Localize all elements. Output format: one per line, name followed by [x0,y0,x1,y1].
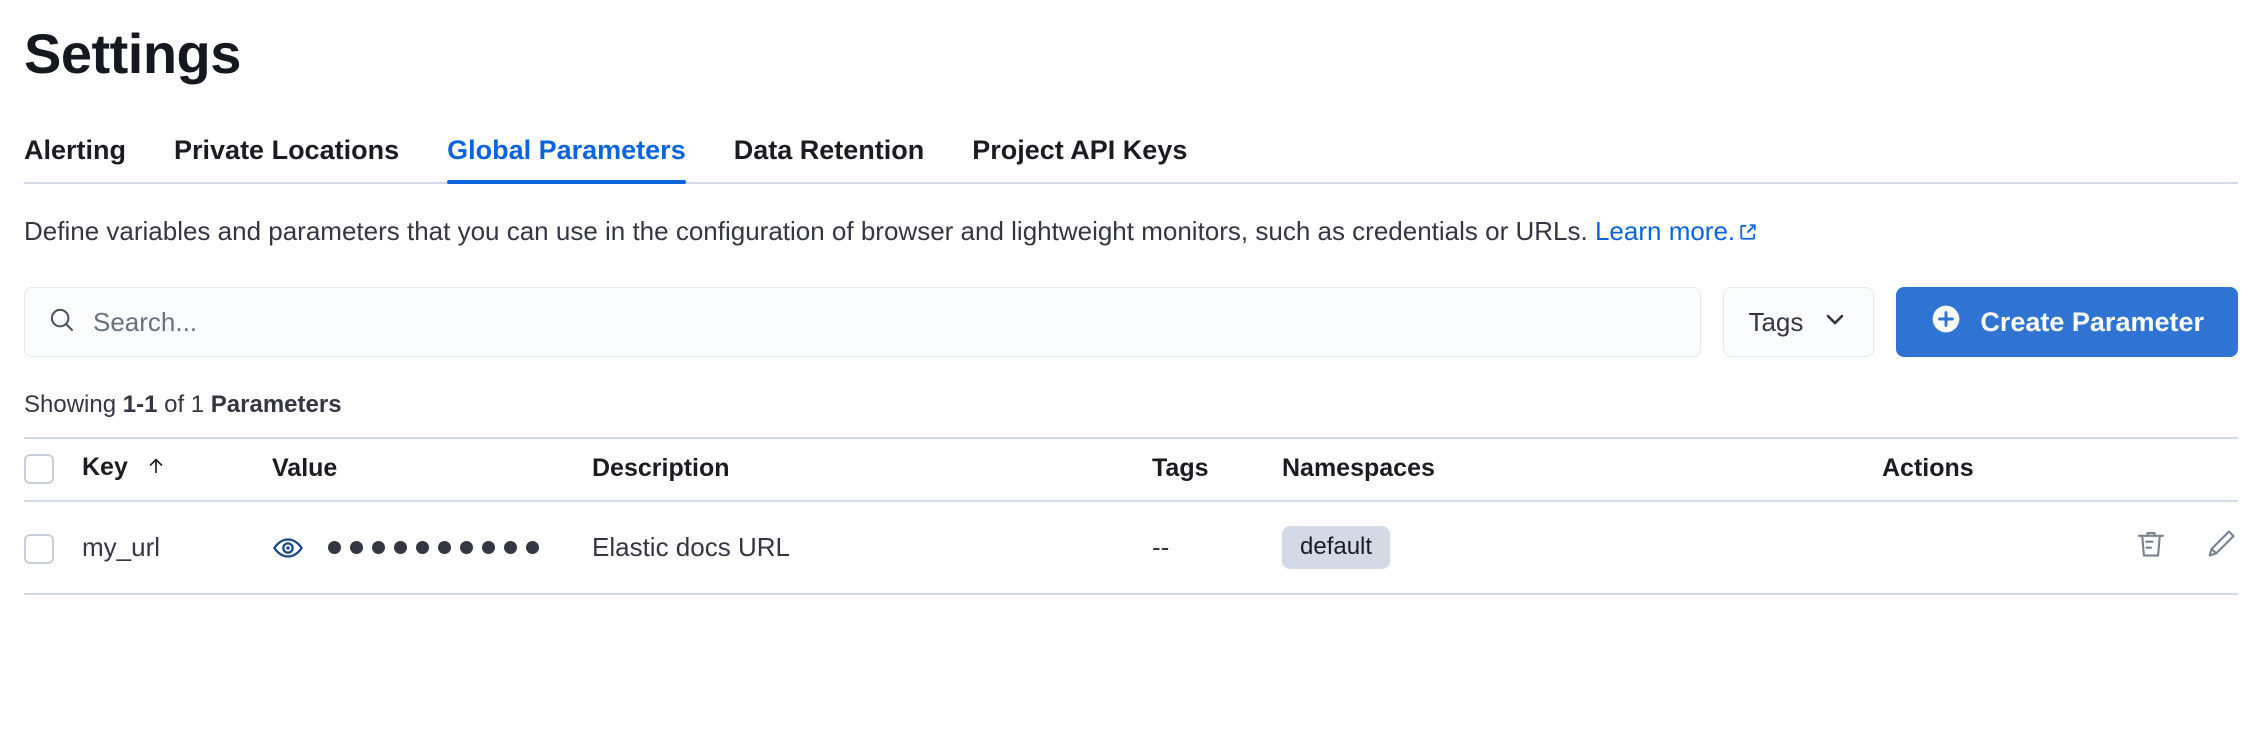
row-checkbox[interactable] [24,533,54,564]
tab-project-api-keys[interactable]: Project API Keys [972,137,1187,182]
row-namespaces-cell: default [1282,501,1882,596]
tab-private-locations[interactable]: Private Locations [174,137,399,182]
column-header-actions-label: Actions [1882,454,1974,483]
row-description-cell: Elastic docs URL [592,501,1152,596]
search-icon [47,305,77,340]
row-key-cell: my_url [82,501,272,596]
search-box[interactable] [24,287,1702,358]
select-all-checkbox[interactable] [24,453,54,484]
table-header-row: Key Value Description Tags [24,437,2238,503]
page-description: Define variables and parameters that you… [24,214,2204,249]
column-header-value: Value [272,437,592,503]
column-header-value-label: Value [272,454,338,483]
tab-label: Private Locations [174,135,400,166]
tags-filter-label: Tags [1748,306,1804,337]
column-header-namespaces: Namespaces [1282,437,1882,503]
arrow-up-icon [145,455,167,484]
column-header-tags-label: Tags [1152,454,1209,483]
namespace-badge: default [1282,526,1391,570]
column-header-namespaces-label: Namespaces [1282,454,1435,483]
tab-label: Data Retention [733,135,925,166]
parameters-table: Key Value Description Tags [24,437,2238,596]
results-noun: Parameters [210,391,342,419]
chevron-down-icon [1821,305,1849,340]
learn-more-link[interactable]: Learn more. [1595,216,1757,246]
page-title: Settings [24,22,241,85]
row-select-cell [24,501,82,596]
column-header-key-label: Key [82,453,128,482]
table-body: my_url [24,501,2238,596]
pencil-icon[interactable] [2204,527,2238,561]
column-header-description-label: Description [592,454,730,483]
tab-label: Alerting [24,135,127,166]
column-header-description: Description [592,437,1152,503]
create-parameter-button[interactable]: Create Parameter [1896,287,2238,358]
settings-tabs: Alerting Private Locations Global Parame… [24,122,2238,185]
external-link-icon [1739,215,1757,241]
tab-alerting[interactable]: Alerting [24,137,126,182]
column-header-key[interactable]: Key [82,437,272,503]
eye-icon[interactable] [272,532,304,564]
column-header-tags: Tags [1152,437,1282,503]
table-row: my_url [24,501,2238,596]
tab-data-retention[interactable]: Data Retention [734,137,925,182]
trash-icon[interactable] [2134,527,2168,561]
results-prefix: Showing [24,391,123,419]
results-middle: of 1 [157,391,211,419]
toolbar: Tags Create Parameter [24,287,2238,358]
tags-filter-button[interactable]: Tags [1723,287,1875,358]
learn-more-label: Learn more. [1594,216,1736,247]
column-header-select [24,437,82,503]
results-count: Showing 1-1 of 1 Parameters [24,391,2238,419]
plus-circle-icon [1930,303,1962,342]
create-parameter-label: Create Parameter [1980,306,2204,337]
masked-value [328,541,539,555]
tab-global-parameters[interactable]: Global Parameters [447,135,686,185]
row-value-cell [272,501,592,596]
tab-label: Project API Keys [972,135,1188,166]
column-header-actions: Actions [1882,437,2238,503]
tab-label: Global Parameters [447,135,686,166]
table-header: Key Value Description Tags [24,437,2238,503]
search-input[interactable] [93,306,1679,338]
row-tags-cell: -- [1152,501,1282,596]
results-range: 1-1 [122,391,158,419]
description-text: Define variables and parameters that you… [24,216,1588,247]
row-actions-cell [1882,501,2238,596]
